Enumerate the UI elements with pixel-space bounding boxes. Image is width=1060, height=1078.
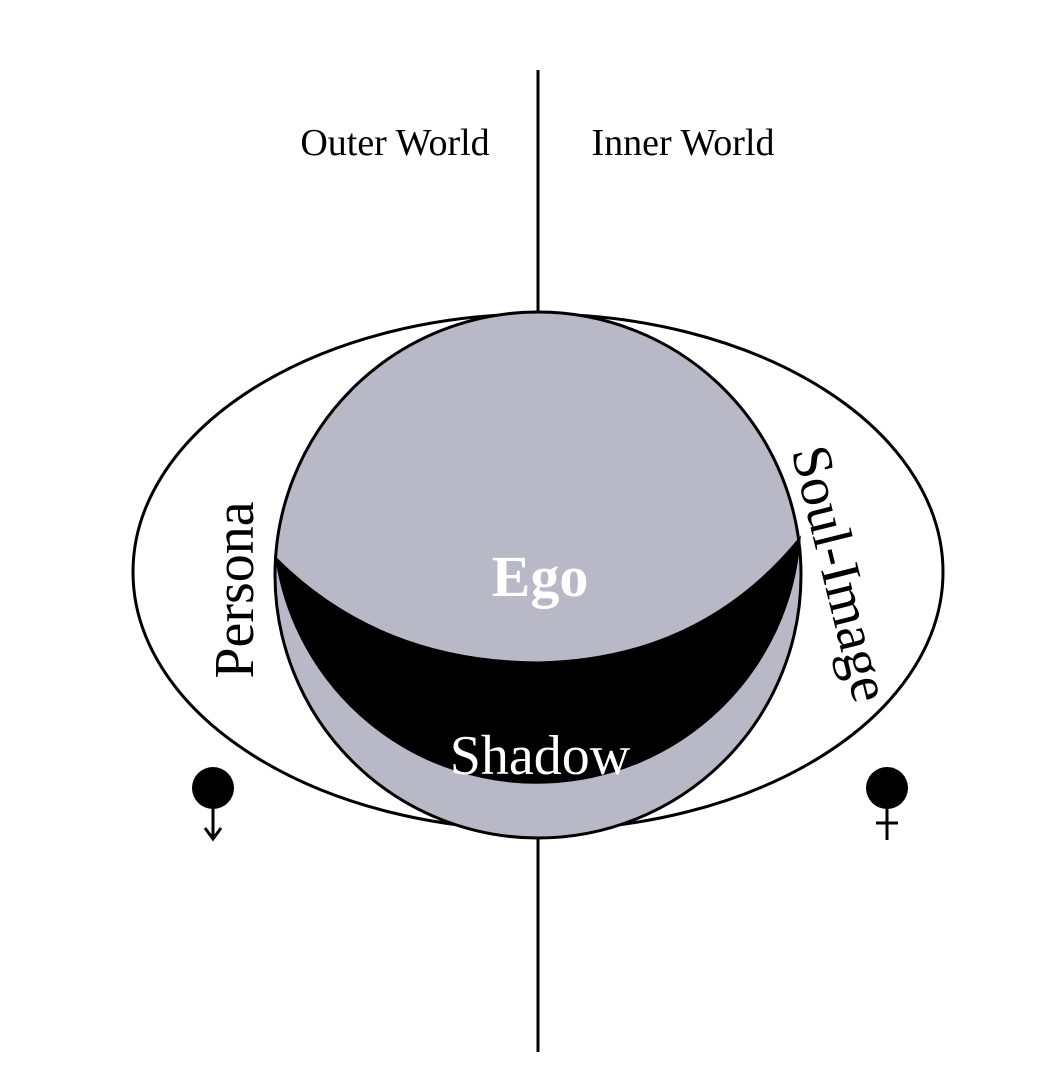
- inner-world-label: Inner World: [591, 122, 774, 164]
- shadow-region: [274, 535, 801, 784]
- ego-label: Ego: [492, 544, 589, 609]
- male-symbol-icon: [192, 767, 234, 842]
- female-symbol-icon: [866, 767, 908, 840]
- shadow-label: Shadow: [450, 725, 631, 787]
- outer-world-label: Outer World: [300, 122, 489, 164]
- persona-label: Persona: [204, 501, 266, 678]
